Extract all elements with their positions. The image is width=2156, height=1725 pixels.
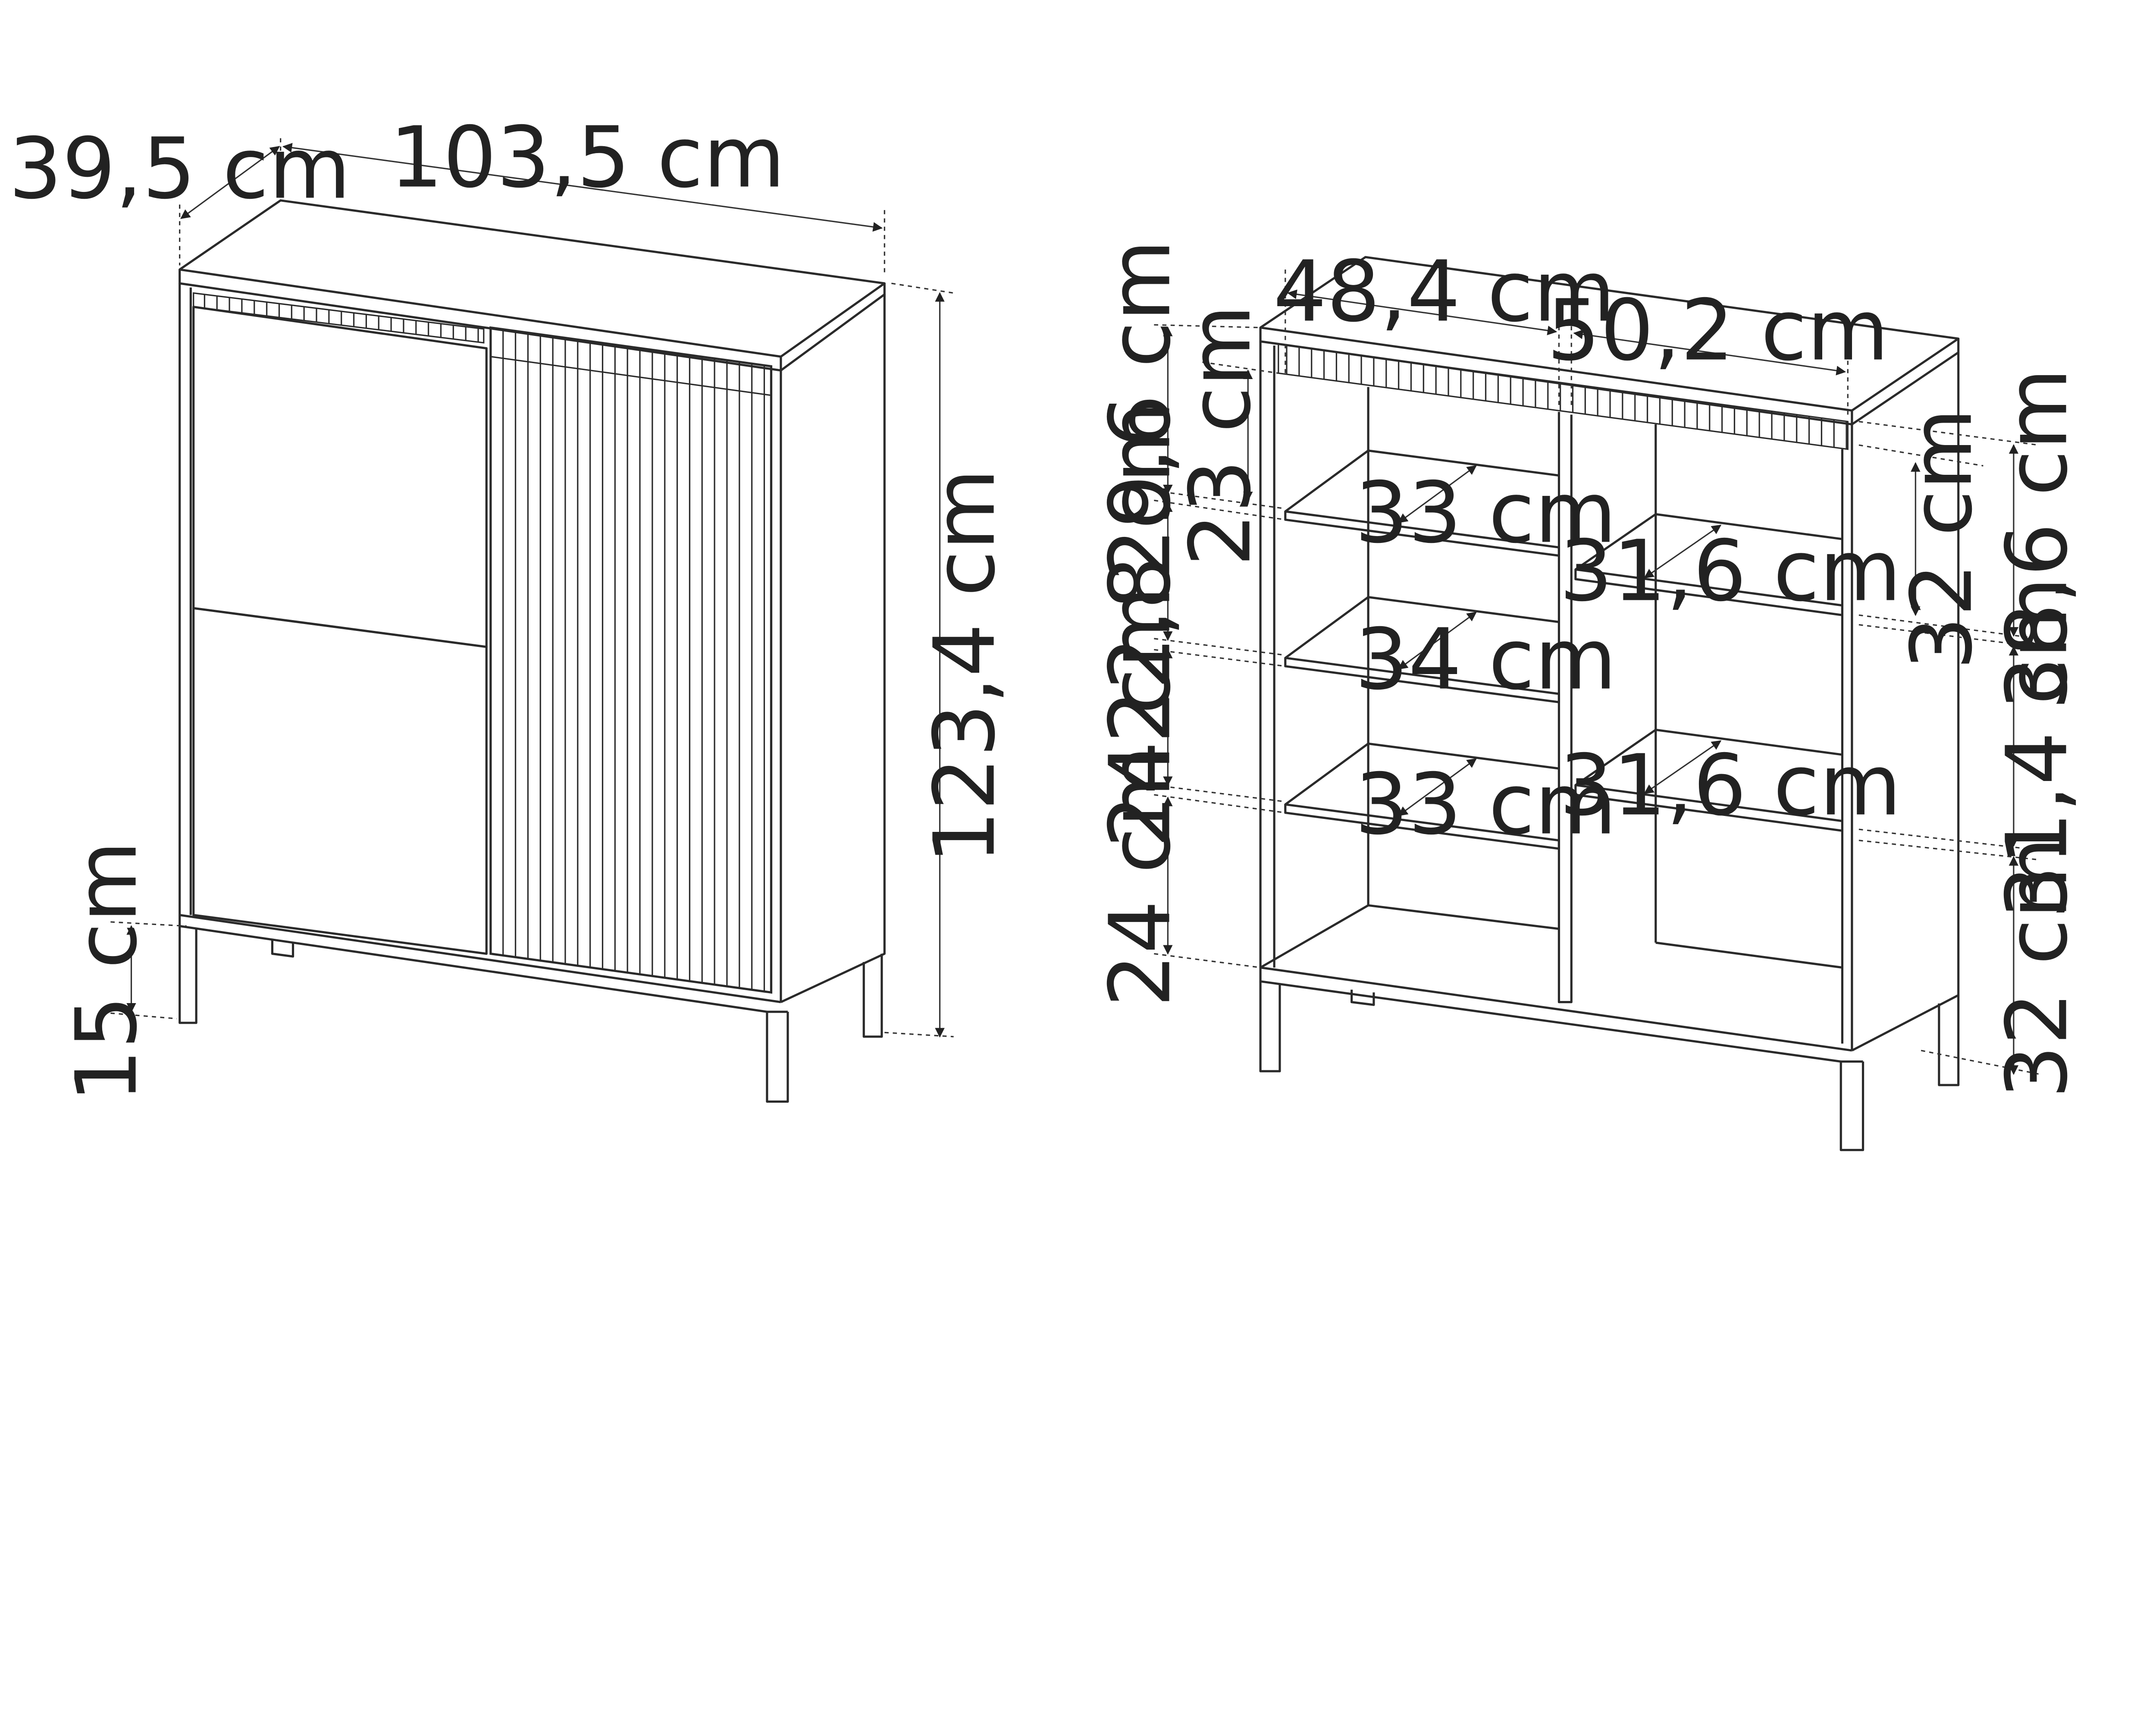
closed-cabinet: [179, 199, 886, 1103]
leg-height-label: 15 cm: [57, 841, 156, 1103]
right-shelf-2-depth: 31,6 cm: [1559, 736, 1902, 834]
depth-label: 39,5 cm: [8, 119, 351, 218]
left-shelf-3-depth: 33 cm: [1354, 755, 1617, 853]
left-shelf-1-depth: 33 cm: [1354, 464, 1617, 562]
left-width-label: 48,4 cm: [1273, 242, 1616, 341]
right-width-label: 50,2 cm: [1547, 281, 1889, 380]
left-top-inner-height: 23 cm: [1171, 304, 1269, 567]
dimension-drawing: [110, 138, 2039, 1151]
drawing-stage: 39,5 cm 103,5 cm 123,4 cm 15 cm 48,4 cm …: [8, 108, 2086, 1151]
right-shelf-1-depth: 31,6 cm: [1559, 522, 1902, 620]
open-cabinet: [1259, 256, 1960, 1151]
width-label: 103,5 cm: [389, 108, 785, 207]
closed-cabinet-dimension-lines: [110, 138, 954, 1038]
right-inner-height: 32 cm: [1893, 408, 1991, 670]
left-shelf-2-depth: 34 cm: [1354, 610, 1617, 709]
left-bottom-height: 24 cm: [1091, 745, 1189, 1007]
open-cabinet-dimension-lines: [1154, 269, 2039, 1075]
right-bottom-height: 32 cm: [1988, 836, 2086, 1099]
height-label: 123,4 cm: [915, 468, 1014, 864]
